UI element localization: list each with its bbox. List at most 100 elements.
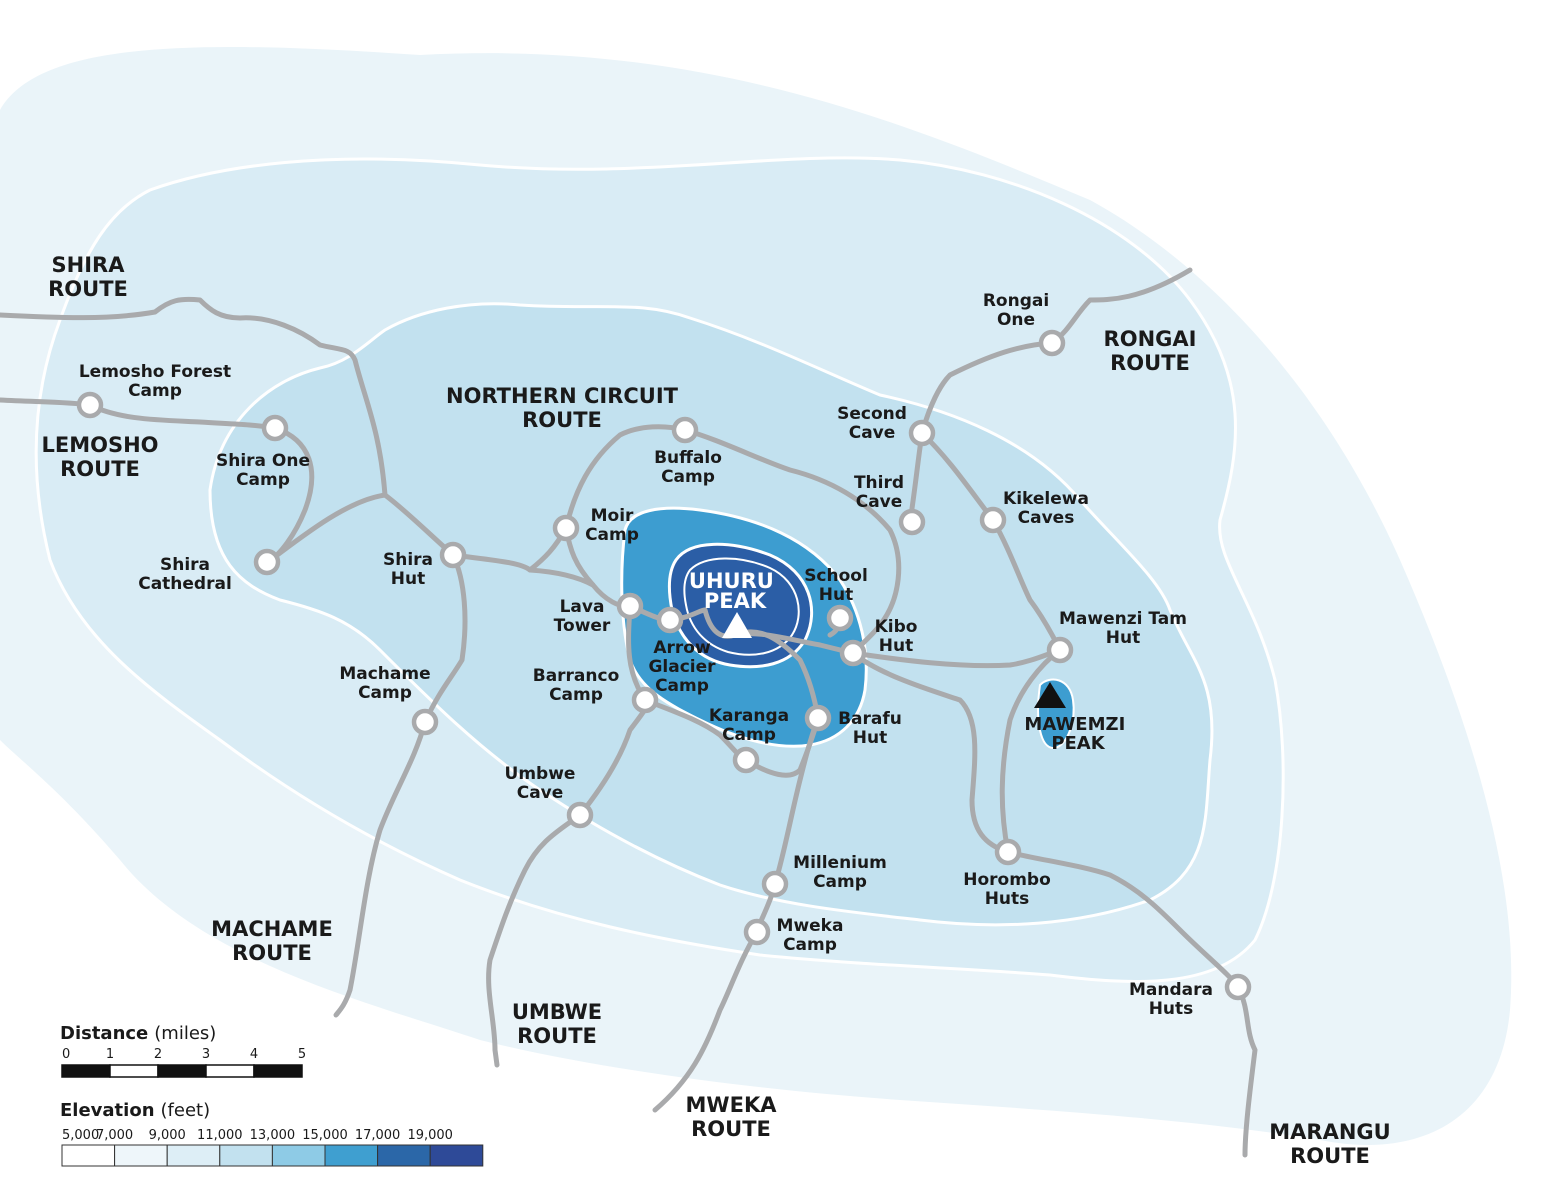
camp-label-machame-camp-line: Camp	[358, 683, 412, 703]
camp-label-shira-cathedral-line: Shira	[160, 555, 210, 575]
distance-scale-bar	[61, 1064, 303, 1078]
camp-marker-horombo-huts[interactable]	[994, 838, 1022, 866]
camp-marker-lemosho-forest-camp[interactable]	[76, 391, 104, 419]
distance-legend-title: Distance(miles)	[60, 1023, 216, 1044]
camp-marker-kibo-hut[interactable]	[839, 639, 867, 667]
distance-tick: 0	[62, 1047, 70, 1062]
route-label-umbwe-line: ROUTE	[517, 1024, 597, 1048]
summit-inner-ring	[683, 557, 800, 656]
camp-marker-mawenzi-tam-hut[interactable]	[1046, 636, 1074, 664]
camp-marker-barranco-camp[interactable]	[631, 686, 659, 714]
camp-label-barafu-hut-line: Barafu	[838, 709, 902, 729]
elevation-swatch	[114, 1144, 168, 1167]
camp-marker-rongai-one[interactable]	[1038, 329, 1066, 357]
camp-label-machame-camp-line: Machame	[339, 664, 430, 684]
camp-markers	[76, 329, 1252, 1001]
camp-marker-moir-camp[interactable]	[552, 514, 580, 542]
camp-label-arrow-glacier-camp-line: Glacier	[648, 657, 716, 677]
elevation-swatch	[271, 1144, 326, 1167]
uhuru-peak-label-line1: UHURU	[689, 569, 774, 593]
uhuru-peak-label: UHURU PEAK	[689, 569, 781, 613]
camp-label-third-cave-line: Third	[854, 473, 904, 493]
camp-label-mandara-huts-line: Mandara	[1129, 980, 1213, 1000]
elevation-tick: 19,000	[407, 1128, 453, 1143]
camp-marker-second-cave[interactable]	[908, 419, 936, 447]
camp-marker-buffalo-camp[interactable]	[671, 416, 699, 444]
camp-marker-millenium-camp[interactable]	[761, 870, 789, 898]
distance-tick: 1	[106, 1047, 114, 1062]
camp-marker-mandara-huts[interactable]	[1224, 973, 1252, 1001]
camp-label-horombo-huts-line: Huts	[985, 889, 1030, 909]
camp-marker-barafu-hut[interactable]	[804, 704, 832, 732]
uhuru-peak-marker-icon[interactable]	[722, 612, 752, 638]
route-label-machame-line: ROUTE	[232, 941, 312, 965]
camp-marker-mweka-camp[interactable]	[743, 918, 771, 946]
camp-marker-shira-hut[interactable]	[439, 541, 467, 569]
distance-scale-segment	[205, 1064, 255, 1078]
camp-marker-shira-cathedral[interactable]	[253, 548, 281, 576]
elevation-tick: 11,000	[197, 1128, 243, 1143]
camp-label-kibo-hut-line: Hut	[879, 636, 913, 656]
elevation-swatch	[61, 1144, 116, 1167]
camp-label-second-cave-line: Cave	[849, 423, 896, 443]
camp-label-buffalo-camp-line: Buffalo	[654, 448, 722, 468]
camp-label-lava-tower-line: Lava	[560, 597, 605, 617]
camp-label-third-cave-line: Cave	[856, 492, 903, 512]
camp-label-arrow-glacier-camp-line: Camp	[655, 676, 709, 696]
camp-label-buffalo-camp-line: Camp	[661, 467, 715, 487]
route-label-lemosho-line: LEMOSHO	[41, 433, 158, 457]
route-label-rongai-line: RONGAI	[1104, 327, 1197, 351]
camp-marker-lava-tower[interactable]	[616, 592, 644, 620]
camp-label-kibo-hut-line: Kibo	[875, 617, 918, 637]
mawenzi-peak-marker-icon[interactable]	[1034, 682, 1066, 708]
route-label-marangu-line: ROUTE	[1290, 1144, 1370, 1168]
elevation-tick: 9,000	[149, 1128, 186, 1143]
camp-label-school-hut-line: Hut	[819, 585, 853, 605]
elevation-swatch	[377, 1144, 431, 1167]
camp-marker-umbwe-cave[interactable]	[566, 801, 594, 829]
camp-label-arrow-glacier-camp-line: Arrow	[653, 638, 711, 658]
elevation-scale-bar	[61, 1144, 484, 1167]
elevation-legend-title: Elevation(feet)	[60, 1100, 210, 1121]
camp-marker-shira-one-camp[interactable]	[261, 414, 289, 442]
camp-marker-machame-camp[interactable]	[411, 708, 439, 736]
camp-marker-third-cave[interactable]	[898, 508, 926, 536]
camp-label-millenium-camp-line: Millenium	[793, 853, 887, 873]
camp-marker-karanga-camp[interactable]	[732, 746, 760, 774]
camp-marker-kikelewa-caves[interactable]	[979, 506, 1007, 534]
camp-label-shira-one-camp-line: Shira One	[216, 451, 310, 471]
route-label-mweka-line: ROUTE	[691, 1117, 771, 1141]
camp-label-barranco-camp-line: Camp	[549, 685, 603, 705]
elevation-swatch	[219, 1144, 273, 1167]
camp-label-shira-cathedral-line: Cathedral	[138, 574, 232, 594]
route-label-shira-line: SHIRA	[52, 253, 126, 277]
camp-marker-school-hut[interactable]	[826, 604, 854, 632]
camp-label-umbwe-cave-line: Cave	[517, 783, 564, 803]
camp-marker-arrow-glacier-camp[interactable]	[656, 606, 684, 634]
elevation-swatch	[166, 1144, 221, 1167]
camp-label-lemosho-forest-camp-line: Camp	[128, 381, 182, 401]
